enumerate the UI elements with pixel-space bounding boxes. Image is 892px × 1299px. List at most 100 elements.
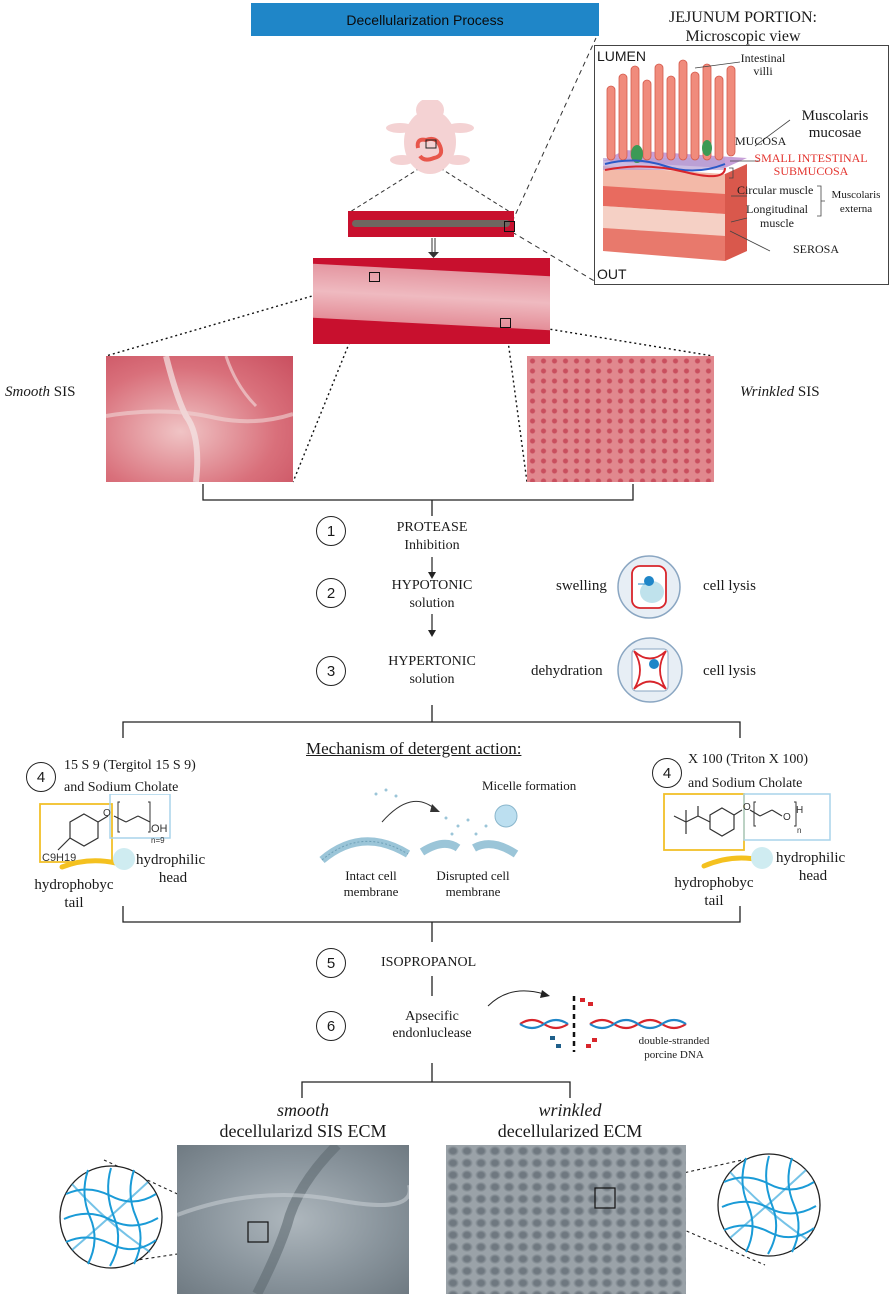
mucosa-label: MUCOSA xyxy=(735,134,787,148)
title-banner: Decellularization Process xyxy=(251,3,599,36)
hydrophobic-right-line1: hydrophobyc xyxy=(674,875,754,891)
wrinkled-ecm-texture xyxy=(594,1187,616,1209)
step-3-number: 3 xyxy=(326,662,336,680)
triton-n: n xyxy=(797,826,802,835)
smooth-ecm-line1: smooth xyxy=(276,1100,329,1120)
serosa-label: SEROSA xyxy=(793,242,840,256)
long-label-line1: Longitudinal xyxy=(746,202,808,216)
out-label: OUT xyxy=(597,266,627,282)
hydrophobic-right-line2: tail xyxy=(704,893,724,909)
externa-label-line2: externa xyxy=(839,203,873,215)
cell-lysis-label-2: cell lysis xyxy=(703,663,756,679)
hydrophobic-left-line1: hydrophobyc xyxy=(34,877,114,893)
intact-line1: Intact cell xyxy=(345,868,397,883)
mm-label-line2: mucosae xyxy=(808,125,862,141)
wrinkled-sis-italic: Wrinkled xyxy=(740,384,795,400)
wrinkled-ecm-line2: decellularized ECM xyxy=(497,1121,643,1141)
dna-illustration xyxy=(487,990,687,1052)
smooth-sis-italic: Smooth xyxy=(5,384,50,400)
wrinkled-sis-label: Wrinkled SIS xyxy=(740,384,820,401)
muscolaris-mucosae-label: Muscolaris mucosae xyxy=(790,108,880,142)
tergitol-c9h19: C9H19 xyxy=(42,852,77,864)
smooth-ecm-line2: decellularizd SIS ECM xyxy=(219,1121,387,1141)
long-label-line2: muscle xyxy=(760,216,794,230)
step-4-left-circle: 4 xyxy=(26,762,56,792)
smooth-ecm-photo xyxy=(176,1141,412,1297)
wrinkled-ecm-line1: wrinkled xyxy=(538,1100,602,1120)
intact-membrane-label: Intact cell membrane xyxy=(326,868,416,900)
wrinkled-fiber-network xyxy=(717,1153,821,1257)
step-3-line1: HYPERTONIC xyxy=(388,654,476,669)
hydrophobic-left-line2: tail xyxy=(64,895,84,911)
tergitol-o: O xyxy=(103,808,111,819)
hydrophilic-head-right: hydrophilic head xyxy=(776,849,850,885)
microscopic-view-panel: LUMEN OUT Intestinal villi Muscolaris mu… xyxy=(594,45,889,285)
longitudinal-muscle-label: Longitudinal muscle xyxy=(735,202,819,230)
step-2-line2: solution xyxy=(409,596,455,611)
pig-illustration xyxy=(386,100,474,174)
intestine-tube xyxy=(352,220,510,227)
isopropanol-label: ISOPROPANOL xyxy=(381,955,477,970)
swelling-label: swelling xyxy=(556,578,607,594)
step-6-circle: 6 xyxy=(316,1011,346,1041)
step-5-circle: 5 xyxy=(316,948,346,978)
smooth-sis-photo xyxy=(105,355,294,483)
smooth-zoom-box xyxy=(369,272,380,282)
dna-line2: porcine DNA xyxy=(644,1049,704,1061)
micelle-label: Micelle formation xyxy=(482,778,577,793)
disrupted-membrane-label: Disrupted cell membrane xyxy=(418,868,528,900)
smooth-fiber-network xyxy=(59,1165,163,1269)
mechanism-title: Mechanism of detergent action: xyxy=(306,739,522,758)
jejunum-heading-line1: JEJUNUM PORTION: xyxy=(669,9,817,26)
step-2-label: HYPOTONIC solution xyxy=(372,577,492,613)
step-2-line1: HYPOTONIC xyxy=(391,578,473,593)
lumen-label: LUMEN xyxy=(597,48,647,64)
dna-line1: double-stranded xyxy=(638,1035,710,1047)
surfactant-icon-left xyxy=(59,848,135,870)
step-1-label: PROTEASE Inhibition xyxy=(372,519,492,555)
triton-line2: and Sodium Cholate xyxy=(688,776,803,791)
smooth-ecm-texture xyxy=(176,1141,412,1297)
step-3-line2: solution xyxy=(409,672,455,687)
membrane-illustration xyxy=(319,788,519,864)
smooth-sis-label: Smooth SIS xyxy=(5,384,75,401)
dehydration-cell-icon xyxy=(617,637,683,703)
externa-label-line1: Muscolaris xyxy=(831,189,881,201)
intestine-segment xyxy=(348,211,515,237)
disrupted-line1: Disrupted cell xyxy=(436,868,510,883)
step-6-number: 6 xyxy=(326,1017,336,1035)
title-text: Decellularization Process xyxy=(346,11,504,28)
sis-label-line1: SMALL INTESTINAL xyxy=(754,151,868,165)
hydrophobic-tail-left: hydrophobyc tail xyxy=(26,876,122,912)
smooth-sis-texture xyxy=(105,355,294,483)
triton-label: X 100 (Triton X 100) and Sodium Cholate xyxy=(688,748,808,796)
tergitol-line1: 15 S 9 (Tergitol 15 S 9) xyxy=(64,758,196,773)
swelling-cell-icon xyxy=(617,555,681,619)
jejunum-heading: JEJUNUM PORTION: Microscopic view xyxy=(620,8,866,46)
step-2-number: 2 xyxy=(326,584,336,602)
tergitol-line2: and Sodium Cholate xyxy=(64,780,179,795)
smooth-sis-rest: SIS xyxy=(50,384,76,400)
step-6-line2: endonluclease xyxy=(392,1026,472,1041)
mm-label-line1: Muscolaris xyxy=(801,108,869,124)
hydrophilic-head-left: hydrophilic head xyxy=(136,851,210,887)
muscolaris-externa-label: Muscolaris externa xyxy=(825,188,887,216)
intact-line2: membrane xyxy=(343,884,399,899)
step-4-left-number: 4 xyxy=(36,768,46,786)
opened-intestine xyxy=(313,258,550,344)
step-5-number: 5 xyxy=(326,954,336,972)
hydrophilic-right-line1: hydrophilic xyxy=(776,850,846,866)
tergitol-n9: n=9 xyxy=(151,836,165,845)
surfactant-icon-right xyxy=(701,847,773,869)
intestinal-villi-label: Intestinal villi xyxy=(733,52,793,78)
step-4-right-circle: 4 xyxy=(652,758,682,788)
wrinkled-zoom-box xyxy=(500,318,511,328)
smooth-ecm-title: smooth decellularizd SIS ECM xyxy=(196,1100,410,1142)
disrupted-line2: membrane xyxy=(445,884,501,899)
wrinkled-sis-rest: SIS xyxy=(794,384,820,400)
step5-step6-connector xyxy=(431,976,433,996)
tergitol-structure xyxy=(39,794,171,863)
step-6-label: Apsecific endonluclease xyxy=(376,1008,488,1042)
triton-line1: X 100 (Triton X 100) xyxy=(688,752,809,767)
tergitol-label: 15 S 9 (Tergitol 15 S 9) and Sodium Chol… xyxy=(64,755,196,799)
